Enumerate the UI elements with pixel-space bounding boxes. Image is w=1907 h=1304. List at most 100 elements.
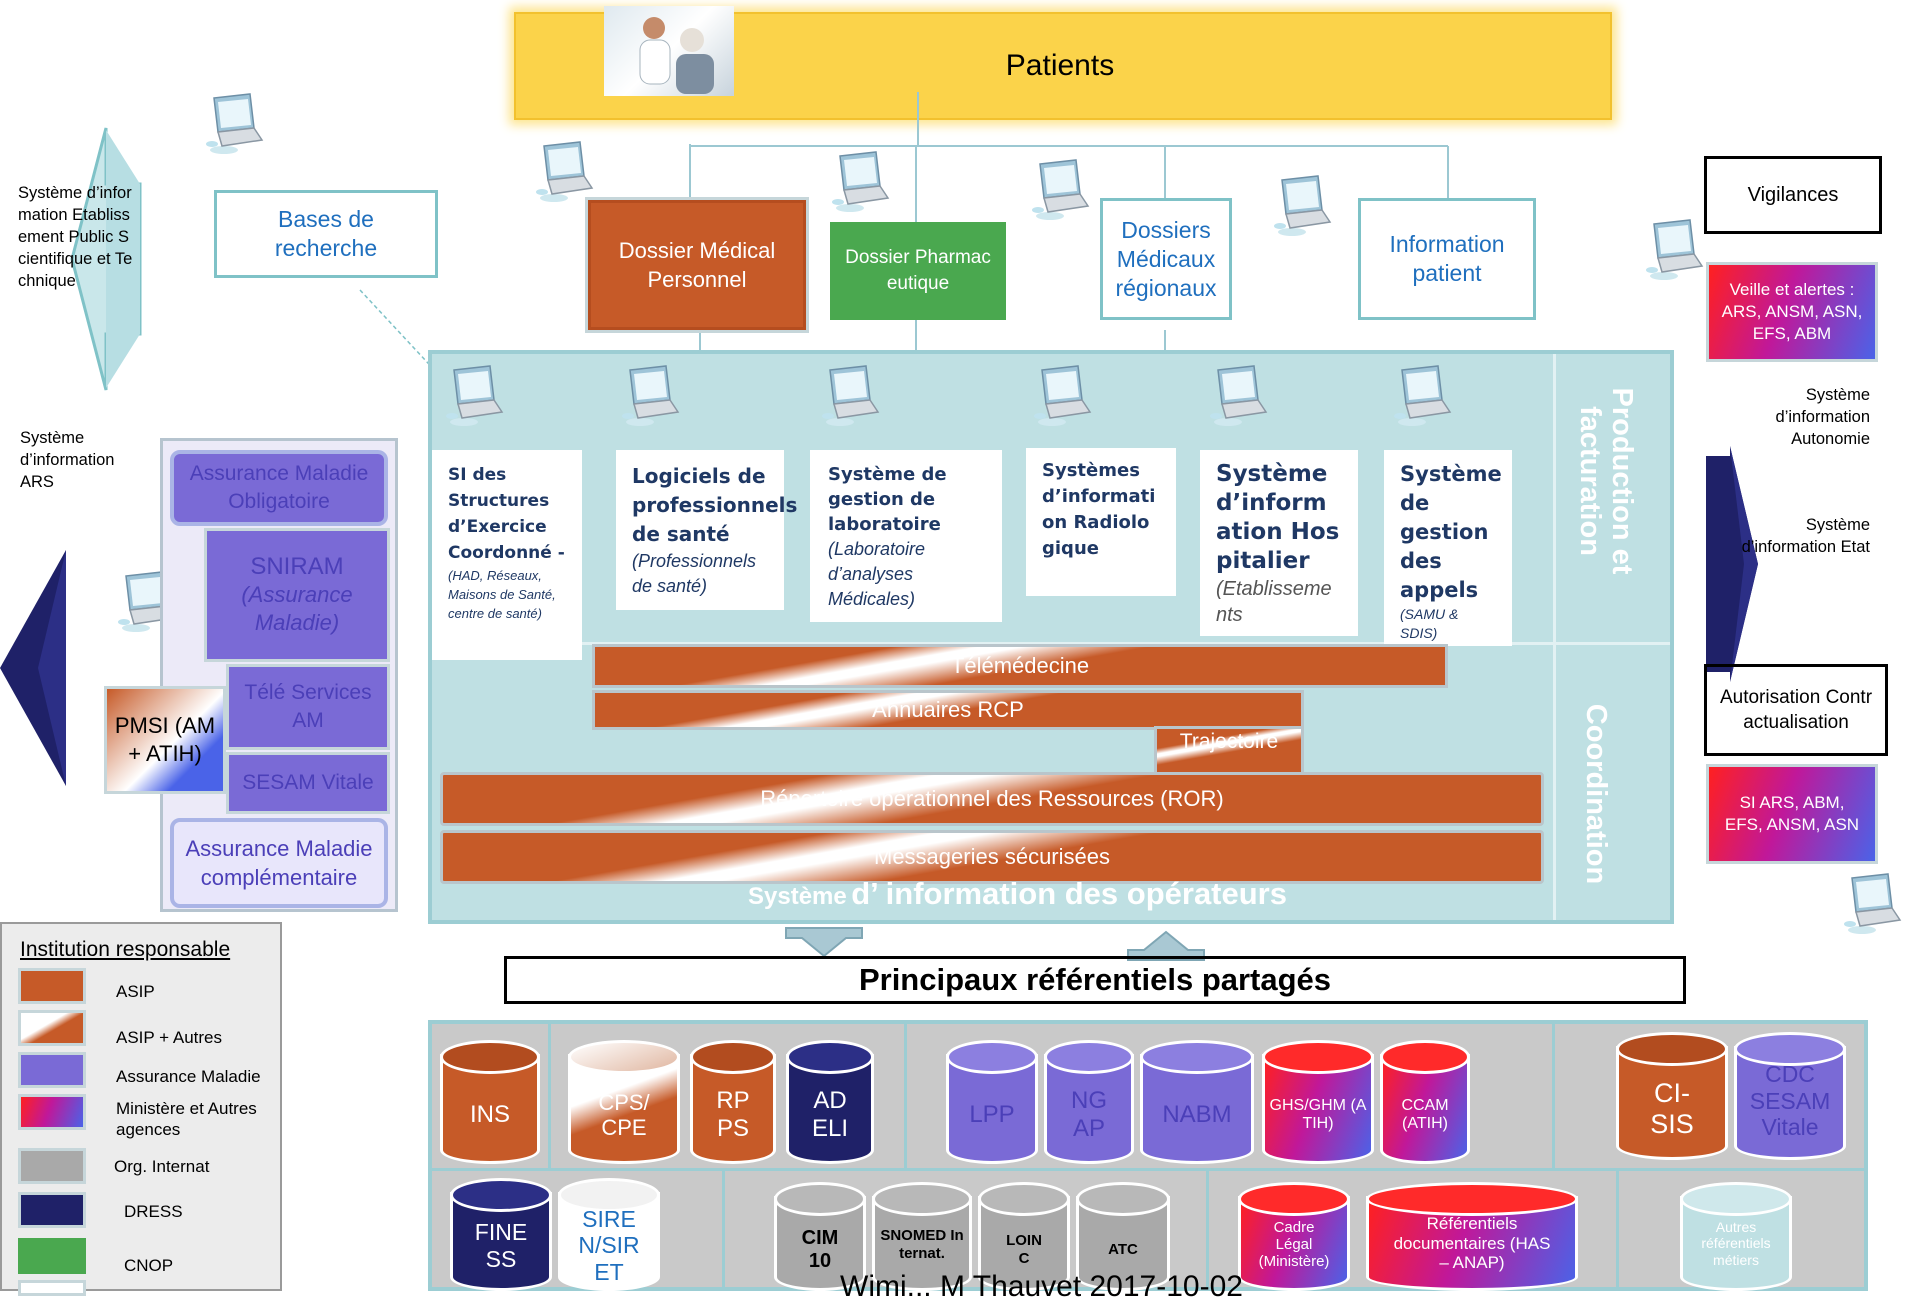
legend-label: Ministère et Autres agences [116, 1099, 257, 1139]
laptop-icon [1393, 365, 1451, 427]
laptop-icon [1843, 873, 1901, 935]
card-sub: (Professionnels de santé) [632, 551, 757, 596]
cyl-label: RP PS [716, 1087, 750, 1142]
cyl-snomed: SNOMED Internat. [872, 1182, 972, 1291]
laptop-icon [445, 365, 503, 427]
cyl-label: CIM 10 [801, 1226, 839, 1272]
legend-label: DRESS [124, 1202, 183, 1221]
cyl-ins: INS [440, 1040, 540, 1164]
card-sdec: SI des Structures d’Exercice Coordonné -… [432, 450, 582, 660]
cyl-atc: ATC [1076, 1182, 1170, 1291]
cyl-autres: Autres référentiels métiers [1680, 1182, 1792, 1291]
bar-ror: Répertoire opérationnel des Ressources (… [440, 772, 1544, 826]
side-label-coordination: Coordination [1580, 703, 1613, 885]
ref-divider-h [432, 1168, 1864, 1171]
ref-divider [1206, 1170, 1209, 1291]
card-sub: (SAMU & SDIS) [1400, 606, 1459, 641]
information-patient-box: Information patient [1358, 198, 1536, 320]
cyl-ccam: CCAM (ATIH) [1380, 1040, 1470, 1164]
sniram-sub: (Assurance Maladie) [241, 582, 353, 635]
operateurs-title: Système d’ information des opérateurs [748, 876, 1448, 916]
laptop-icon [1645, 219, 1703, 281]
legend-label: ASIP + Autres [116, 1028, 223, 1047]
amc-box: Assurance Maladie complémentaire [170, 818, 388, 908]
bar-annuaires-rcp: Annuaires RCP [592, 690, 1304, 730]
operateurs-title-b: d’ information des opérateurs [851, 876, 1287, 911]
cyl-label: Référentiels documentaires (HAS – ANAP) [1393, 1214, 1551, 1273]
cyl-cim10: CIM 10 [774, 1182, 866, 1291]
legend-swatch-asip-autres [18, 1010, 86, 1046]
label-si-autonomie: Système d’information Autonomie [1775, 386, 1870, 448]
card-sub: (HAD, Réseaux, Maisons de Santé, centre … [448, 568, 556, 621]
cyl-label: AD ELI [811, 1087, 849, 1142]
legend-swatch-cnop [18, 1238, 86, 1274]
right-arrow-etat [1706, 446, 1758, 682]
cyl-label: CPS/ CPE [598, 1089, 650, 1140]
cyl-label: Autres référentiels métiers [1701, 1219, 1771, 1268]
bar-messageries: Messageries sécurisées [440, 830, 1544, 884]
cyl-loinc: LOINC [978, 1182, 1070, 1291]
card-logiciels: Logiciels de professionnels de santé (Pr… [616, 450, 797, 610]
operateurs-title-a: Système [748, 883, 847, 910]
legend-swatch-blank [18, 1280, 86, 1296]
label-si-etat: Système d’information Etat [1741, 516, 1870, 556]
legend-swatch-asip [18, 968, 86, 1004]
legend-swatch-dress [18, 1192, 86, 1228]
cyl-siren: SIREN/SIRET [558, 1178, 660, 1291]
cyl-label: FINESS [474, 1219, 528, 1272]
dossier-medical-personnel: Dossier Médical Personnel [585, 197, 809, 333]
cyl-label: LPP [969, 1101, 1015, 1129]
cyl-ngap: NG AP [1044, 1040, 1134, 1164]
label-si-epst: Système d’information Etablissement Publ… [18, 184, 133, 290]
card-title: SI des Structures d’Exercice Coordonné - [448, 465, 565, 563]
bases-de-recherche-box: Bases de recherche [214, 190, 438, 278]
laptop-icon [1273, 175, 1331, 237]
cyl-adeli: AD ELI [786, 1040, 874, 1164]
cyl-label: SNOMED Internat. [880, 1227, 964, 1262]
card-hospitalier: Système d’information Hospitalier (Etabl… [1200, 450, 1358, 636]
autorisation-box: Autorisation Contractualisation [1704, 664, 1888, 756]
legend-swatch-am [18, 1052, 86, 1088]
vigilances-box: Vigilances [1704, 156, 1882, 234]
card-appels: Système de gestion des appels (SAMU & SD… [1384, 450, 1512, 646]
cyl-label: SIREN/SIRET [578, 1205, 640, 1285]
laptop-icon [205, 93, 263, 155]
si-ars-box: SI ARS, ABM, EFS, ANSM, ASN [1706, 764, 1878, 864]
cyl-cps: CPS/ CPE [568, 1040, 680, 1164]
dossiers-medicaux-regionaux: Dossiers Médicaux régionaux [1100, 198, 1232, 320]
laptop-icon [1033, 365, 1091, 427]
laptop-icon [1209, 365, 1267, 427]
ref-divider [722, 1170, 725, 1291]
laptop-icon [621, 365, 679, 427]
cyl-lpp: LPP [946, 1040, 1038, 1164]
cyl-label: INS [469, 1101, 510, 1129]
ref-divider [904, 1024, 907, 1168]
ref-divider [548, 1024, 551, 1168]
cyl-cdc-sesam: CDC SESAM Vitale [1734, 1032, 1846, 1160]
bar-trajectoire: Trajectoire [1154, 726, 1304, 776]
laptop-icon [831, 151, 889, 213]
teleservices-box: Télé Services AM [226, 664, 390, 750]
legend-title: Institution responsable [20, 938, 231, 961]
cyl-label: CCAM (ATIH) [1401, 1096, 1449, 1132]
cyl-label: GHS/GHM (ATIH) [1269, 1096, 1367, 1132]
cyl-ghs: GHS/GHM (ATIH) [1262, 1040, 1374, 1164]
referentiels-title: Principaux référentiels partagés [504, 956, 1686, 1004]
sniram-title: SNIRAM [250, 553, 344, 580]
patients-photo [604, 6, 734, 96]
cyl-label: Cadre Légal (Ministère) [1258, 1218, 1330, 1271]
ref-divider [1552, 1024, 1555, 1168]
legend-label: ASIP [116, 982, 155, 1001]
left-arrow-epst [70, 127, 142, 391]
left-arrow-ars [0, 550, 66, 786]
legend-swatch-internat [18, 1148, 86, 1184]
laptop-icon [535, 141, 593, 203]
legend-swatch-ministere [18, 1094, 86, 1130]
card-radiologie: Systèmes d’information Radiologique [1026, 448, 1176, 596]
cyl-label: NG AP [1071, 1087, 1107, 1142]
pmsi-box: PMSI (AM + ATIH) [104, 686, 226, 794]
cyl-label: CDC SESAM Vitale [1749, 1061, 1831, 1141]
amo-box: Assurance Maladie Obligatoire [170, 450, 388, 526]
card-title: Système d’information Hospitalier [1216, 461, 1340, 574]
laptop-icon [821, 365, 879, 427]
